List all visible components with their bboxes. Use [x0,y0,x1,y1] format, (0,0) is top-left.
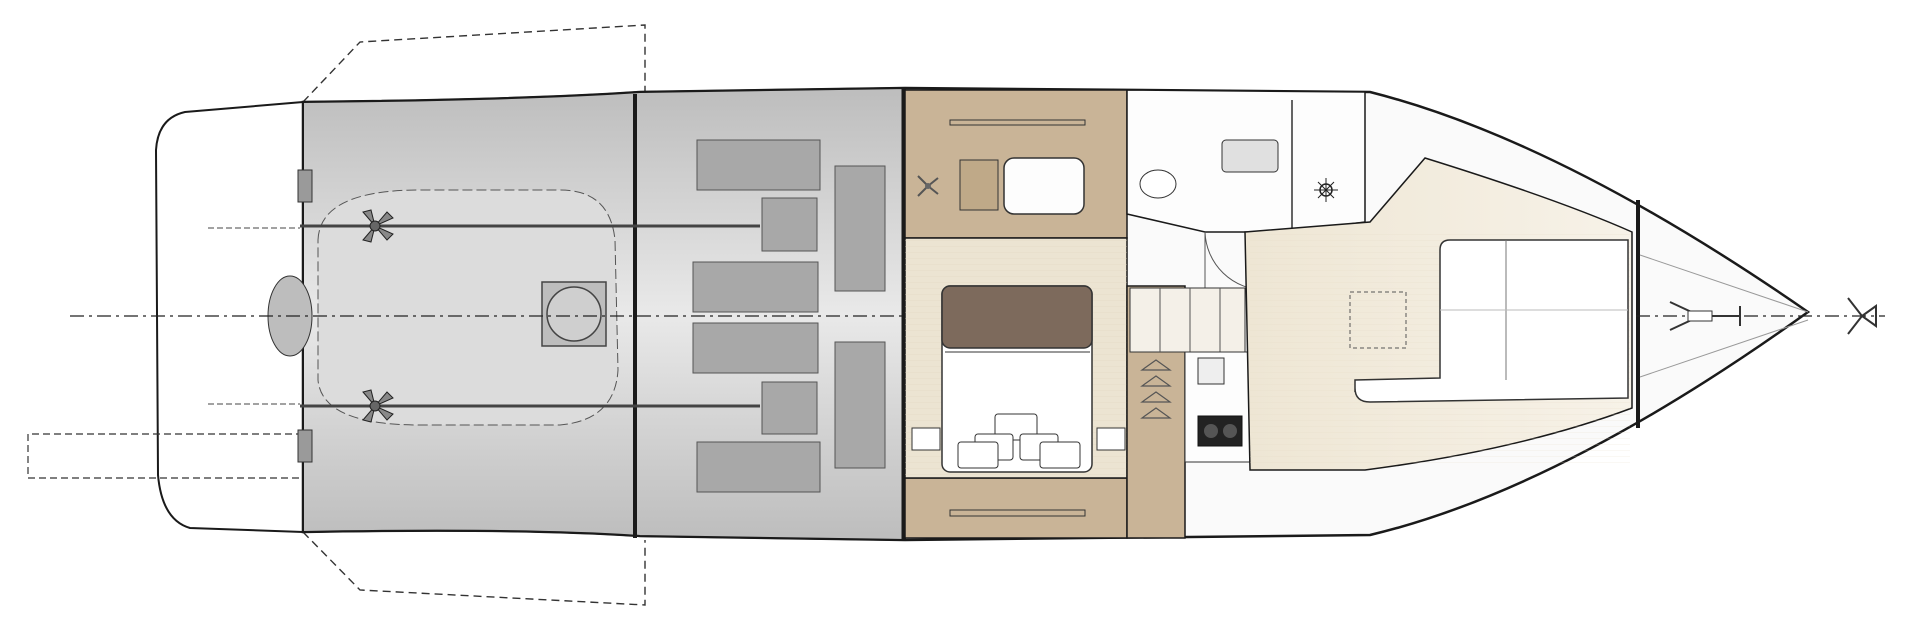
swim-platform [154,101,304,533]
hanger-icon [1140,359,1172,419]
tank-2 [761,381,818,435]
propeller-icon [917,175,939,197]
engine-room-inner [317,189,619,426]
cooktop-burner [1204,424,1218,438]
pillow-icon [957,441,999,469]
battery-box-1 [696,139,821,191]
bow-line-2 [1639,319,1809,378]
bed-headboard [941,285,1093,349]
anchor-icon [1669,301,1741,331]
sink-icon [1221,139,1279,173]
cabin-cabinet [959,159,999,211]
engine-block-1 [834,165,886,292]
propeller-icon [362,209,394,243]
stairs [1129,287,1246,353]
cabin-wood-bottom [904,477,1128,539]
trim-tab-bottom [297,429,313,463]
engine-block-2 [834,341,886,469]
anchor-icon [1847,297,1877,335]
helm-icon [1314,178,1338,202]
battery-box-2 [692,261,819,313]
wardrobe-rail-top [949,119,1086,126]
dashed-outline-bottom [302,531,646,606]
pillow-icon [1039,441,1081,469]
wardrobe-rail-bottom [949,509,1086,517]
bow-line-1 [1639,254,1809,313]
nightstand-left [911,427,941,451]
tank-1 [761,197,818,252]
propeller-icon [362,389,394,423]
battery-box-4 [696,441,821,493]
hatch-circle [546,286,602,342]
nightstand-right [1096,427,1126,451]
salon-sofa [1354,239,1629,403]
cooktop-burner [1223,424,1237,438]
galley-fridge [1197,357,1225,385]
trim-tab-top [297,169,313,203]
dashed-outline-top [302,24,646,103]
toilet-icon [1139,169,1177,199]
battery-box-3 [692,322,819,374]
cabin-washbasin [1003,157,1085,215]
salon-table [1349,291,1407,349]
